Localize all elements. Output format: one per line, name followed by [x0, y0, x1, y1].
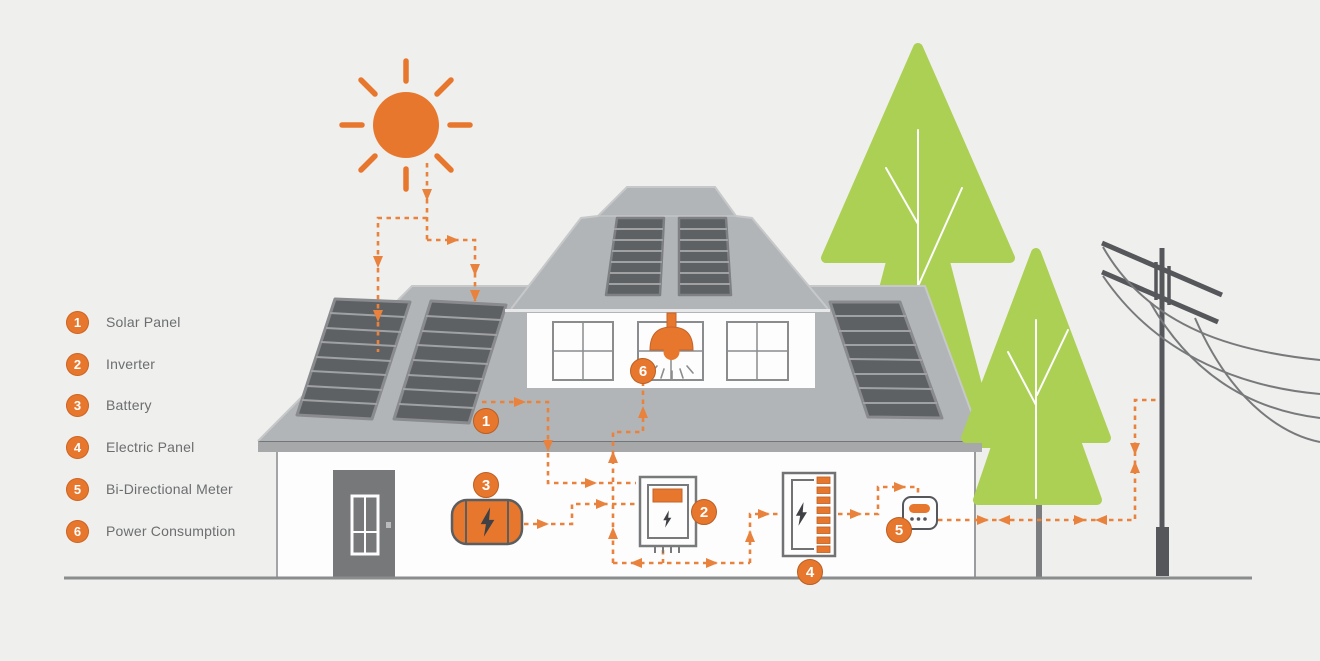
inverter-display	[652, 488, 683, 503]
door-knob	[386, 522, 391, 528]
legend-label-inverter: Inverter	[106, 356, 156, 372]
badge-battery: 3	[473, 472, 499, 498]
badge-electric-panel: 4	[797, 559, 823, 585]
electric-panel-icon	[781, 471, 837, 558]
roof-fascia	[258, 441, 982, 452]
meter-display	[909, 504, 930, 513]
lamp-icon	[649, 312, 694, 381]
meter-icon	[902, 496, 938, 530]
legend-item-solar-panel: 1 Solar Panel	[66, 310, 181, 334]
solar-panel-2	[392, 299, 508, 425]
door	[333, 470, 395, 578]
badge-power-consumption: 6	[630, 358, 656, 384]
flow-to-electric-panel	[748, 512, 782, 563]
legend-badge-4: 4	[66, 435, 89, 459]
window-band	[527, 312, 815, 388]
svg-text:3: 3	[482, 477, 490, 494]
solar-panel-array-left	[295, 297, 508, 425]
diagram-badges: 1 2 3 4 5 6	[473, 358, 912, 585]
badge-inverter: 2	[691, 499, 717, 525]
legend-item-bidirectional-meter: 5 Bi-Directional Meter	[66, 477, 233, 501]
inverter-icon	[638, 475, 698, 553]
pole-base	[1156, 527, 1169, 576]
legend-item-power-consumption: 6 Power Consumption	[66, 519, 235, 543]
solar-panel-dormer-right	[677, 216, 733, 297]
flow-sun-to-panel-1	[376, 216, 427, 352]
svg-text:6: 6	[639, 363, 647, 380]
legend-badge-3: 3	[66, 393, 89, 417]
legend-badge-2: 2	[66, 352, 89, 376]
flow-panel-to-meter	[838, 485, 920, 516]
house	[257, 186, 983, 578]
legend-label-bidirectional-meter: Bi-Directional Meter	[106, 481, 233, 497]
dormer-roof	[505, 186, 830, 312]
crossarm-upper	[1101, 240, 1223, 298]
legend-item-electric-panel: 4 Electric Panel	[66, 435, 194, 459]
window-right	[726, 321, 789, 381]
legend-item-inverter: 2 Inverter	[66, 352, 155, 376]
flow-sun-to-panel-2	[427, 238, 477, 301]
legend-badge-1: 1	[66, 310, 89, 334]
legend-label-power-consumption: Power Consumption	[106, 523, 236, 539]
legend: 1 Solar Panel 2 Inverter 3 Battery 4 Ele…	[66, 0, 296, 661]
power-lines	[1102, 246, 1320, 443]
legend-label-battery: Battery	[106, 397, 152, 413]
legend-item-battery: 3 Battery	[66, 393, 152, 417]
legend-label-electric-panel: Electric Panel	[106, 439, 195, 455]
tree-small	[961, 248, 1111, 578]
window-left	[552, 321, 614, 381]
svg-text:2: 2	[700, 504, 708, 521]
sun-icon	[339, 58, 473, 192]
svg-text:1: 1	[482, 413, 490, 430]
legend-label-solar-panel: Solar Panel	[106, 314, 181, 330]
crossarm-lower	[1101, 269, 1219, 325]
svg-text:4: 4	[806, 564, 815, 581]
legend-badge-5: 5	[66, 477, 89, 501]
flow-to-consumption	[611, 384, 645, 563]
badge-solar-panel: 1	[473, 408, 499, 434]
battery-icon	[450, 498, 524, 546]
solar-panel-right	[828, 300, 944, 420]
legend-badge-6: 6	[66, 519, 89, 543]
solar-panel-dormer-left	[604, 216, 666, 297]
utility-pole	[1101, 240, 1320, 576]
inverter-pins	[654, 546, 680, 553]
svg-text:5: 5	[895, 522, 903, 539]
badge-meter: 5	[886, 517, 912, 543]
solar-panel-1	[295, 297, 412, 421]
breakers	[816, 476, 831, 553]
